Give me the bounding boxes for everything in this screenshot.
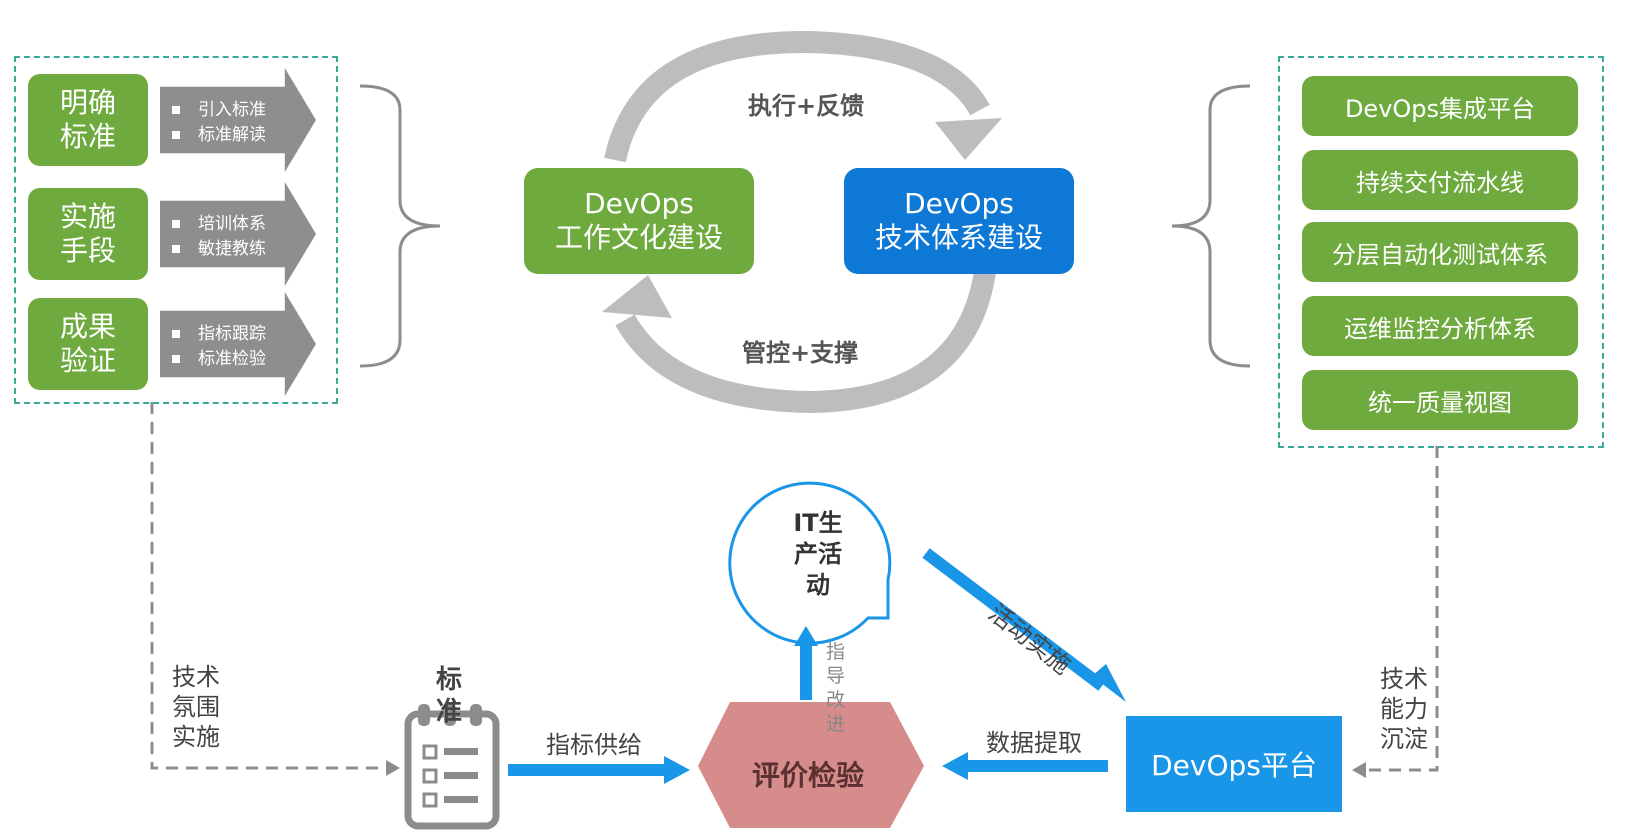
bullet-item: 指标跟踪 <box>198 324 266 344</box>
bullet-item: 引入标准 <box>198 100 266 120</box>
extract-label: 数据提取 <box>986 729 1082 757</box>
culture-box-line1: DevOps <box>584 187 694 220</box>
right-side-line: 技术 <box>1380 665 1428 693</box>
left-bullets-1: 引入标准 标准解读 <box>172 98 266 148</box>
left-title-1-line1: 明确 <box>59 86 116 119</box>
supply-arrowhead <box>664 756 690 784</box>
left-title-box-3: 成果验证 <box>28 298 148 390</box>
right-item-3: 分层自动化测试体系 <box>1302 222 1578 282</box>
left-title-box-1: 明确标准 <box>28 74 148 166</box>
right-item-5: 统一质量视图 <box>1302 370 1578 430</box>
cycle-arrow-bottom <box>615 270 996 414</box>
bubble-line-2: 产活 <box>794 540 842 568</box>
tech-box-line1: DevOps <box>904 187 1014 220</box>
guide-char: 指 <box>826 641 846 663</box>
guide-char: 导 <box>826 665 846 687</box>
right-side-label: 技术 能力 沉淀 <box>1380 664 1428 754</box>
cycle-bottom-label: 管控+支撑 <box>742 339 859 367</box>
right-brace <box>1171 84 1251 368</box>
bubble-line-1: IT生 <box>793 509 843 537</box>
tech-system-box: DevOps 技术体系建设 <box>844 168 1074 274</box>
cycle-arrowhead-top <box>935 118 1002 160</box>
cycle-arrowhead-bottom <box>602 275 672 318</box>
right-dashed-connector <box>1362 446 1439 772</box>
standard-label: 标 准 <box>436 664 462 728</box>
right-item-4: 运维监控分析体系 <box>1302 296 1578 356</box>
left-bullets-2: 培训体系 敏捷教练 <box>172 212 266 262</box>
left-title-3-line2: 验证 <box>59 344 116 377</box>
left-dashed-connector <box>150 402 390 770</box>
guide-label: 指 导 改 进 <box>826 640 848 736</box>
left-title-box-2: 实施手段 <box>28 188 148 280</box>
right-side-line: 能力 <box>1380 695 1428 723</box>
devops-platform-label: DevOps平台 <box>1151 749 1317 782</box>
right-item-2: 持续交付流水线 <box>1302 150 1578 210</box>
left-title-1-line2: 标准 <box>59 120 116 153</box>
left-side-line: 实施 <box>172 723 220 751</box>
right-panel-frame <box>1278 56 1604 448</box>
left-brace <box>359 84 441 368</box>
activity-arrow-shaft <box>922 548 1106 691</box>
guide-arrowhead <box>794 626 818 646</box>
guide-char: 改 <box>826 689 846 711</box>
right-dashed-arrowhead <box>1352 762 1366 778</box>
standard-char: 标 <box>436 665 463 695</box>
evaluation-hexagon <box>698 702 924 828</box>
left-title-2-line2: 手段 <box>59 234 116 267</box>
bubble-line-3: 动 <box>806 571 830 599</box>
bullet-item: 敏捷教练 <box>198 239 266 259</box>
bullet-item: 标准解读 <box>198 125 266 145</box>
right-side-line: 沉淀 <box>1380 725 1428 753</box>
left-dashed-arrowhead <box>386 760 400 776</box>
culture-box: DevOps 工作文化建设 <box>524 168 754 274</box>
clipboard-icon <box>404 704 500 830</box>
left-side-line: 技术 <box>172 663 220 691</box>
it-bubble-text: IT生 产活 动 <box>770 508 866 601</box>
supply-label: 指标供给 <box>546 731 642 759</box>
evaluation-label: 评价检验 <box>752 759 865 792</box>
bullet-item: 标准检验 <box>198 349 266 369</box>
left-side-line: 氛围 <box>172 693 220 721</box>
right-item-1: DevOps集成平台 <box>1302 76 1578 136</box>
devops-platform-box: DevOps平台 <box>1126 716 1342 812</box>
culture-box-line2: 工作文化建设 <box>554 221 723 254</box>
guide-char: 进 <box>826 713 846 735</box>
extract-arrowhead <box>942 752 968 780</box>
standard-char: 准 <box>436 697 463 727</box>
left-side-label: 技术 氛围 实施 <box>172 662 220 752</box>
left-title-3-line1: 成果 <box>59 310 116 343</box>
activity-arrowhead <box>1092 664 1126 702</box>
cycle-arrow-top <box>604 30 990 163</box>
cycle-top-label: 执行+反馈 <box>748 92 865 120</box>
left-title-2-line1: 实施 <box>59 200 116 233</box>
left-bullets-3: 指标跟踪 标准检验 <box>172 322 266 372</box>
left-panel-frame <box>14 56 338 404</box>
tech-box-line2: 技术体系建设 <box>874 221 1043 254</box>
bullet-item: 培训体系 <box>198 214 266 234</box>
